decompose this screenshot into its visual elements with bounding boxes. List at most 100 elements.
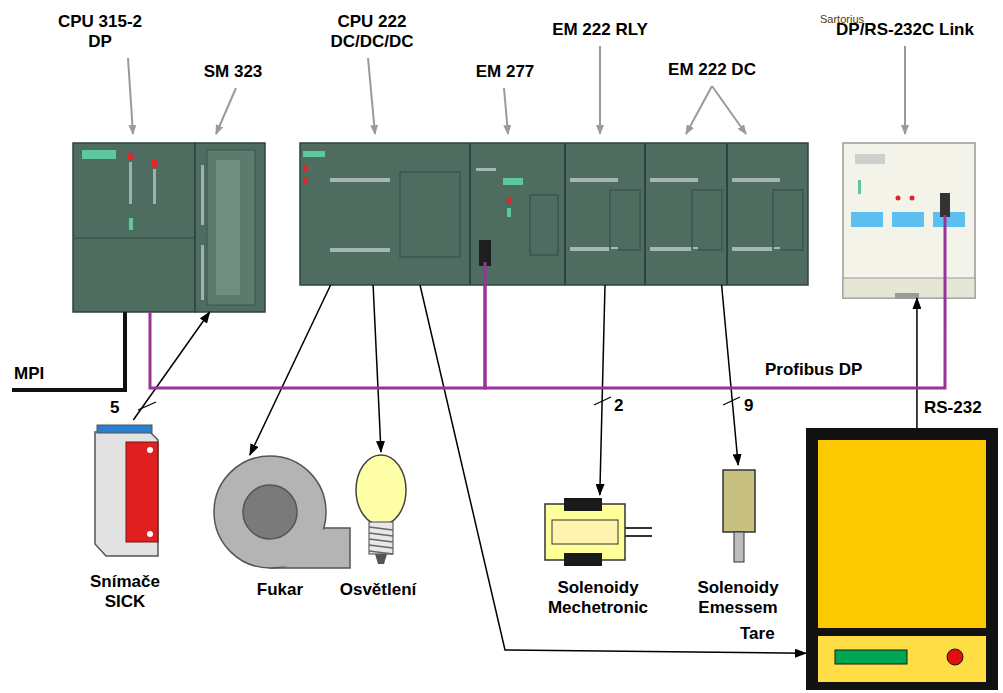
wire-count: 2 bbox=[614, 396, 623, 416]
signal-wire bbox=[250, 285, 331, 455]
cpu-housing bbox=[73, 143, 195, 312]
led bbox=[896, 196, 901, 201]
signal-wire bbox=[722, 285, 739, 465]
slot bbox=[129, 162, 132, 204]
cover bbox=[400, 172, 460, 257]
bus-name: MPI bbox=[14, 364, 44, 384]
bus-stub bbox=[944, 215, 947, 298]
lamp: Osvětlení bbox=[352, 452, 410, 572]
brand-text: Sartorius bbox=[820, 13, 864, 26]
component-label: SM 323 bbox=[183, 62, 283, 82]
component-label: EM 222 RLY bbox=[545, 20, 655, 40]
bulb-glass bbox=[356, 455, 406, 525]
dp-port bbox=[940, 193, 950, 217]
scale-display bbox=[835, 650, 907, 664]
module-edge bbox=[726, 143, 728, 285]
component-label: EM 277 bbox=[460, 62, 550, 82]
scale-frame bbox=[806, 428, 998, 690]
profibus-cable bbox=[150, 285, 485, 388]
component-label: Solenoidy Emessem bbox=[688, 578, 788, 617]
nameplate bbox=[855, 154, 885, 164]
profibus-cable bbox=[485, 285, 945, 388]
led bbox=[507, 208, 511, 217]
terminal-strip bbox=[570, 178, 618, 182]
thread-line bbox=[369, 539, 393, 542]
cover bbox=[530, 195, 558, 255]
sensor: Snímače SICK bbox=[92, 420, 162, 560]
led bbox=[910, 196, 915, 201]
led bbox=[129, 218, 133, 230]
terminal-strip bbox=[650, 247, 698, 251]
thread-line bbox=[369, 533, 393, 536]
connector bbox=[851, 212, 883, 227]
terminal-strip bbox=[330, 248, 390, 252]
slot bbox=[201, 245, 204, 300]
connection-label: Profibus DP bbox=[765, 360, 862, 380]
bulb-thread bbox=[369, 527, 393, 554]
signal-wire bbox=[373, 285, 381, 452]
solenoid-pin bbox=[734, 532, 744, 562]
thread-line bbox=[369, 527, 393, 530]
terminal-strip bbox=[732, 178, 780, 182]
led bbox=[303, 165, 307, 171]
pointer-arrow bbox=[368, 58, 375, 134]
solenoid: Solenoidy Emessem bbox=[718, 465, 760, 565]
coil bbox=[564, 498, 602, 511]
link-base bbox=[843, 278, 975, 298]
coil bbox=[564, 553, 602, 566]
plunger bbox=[625, 527, 652, 529]
cpu-module: CPU 315-2 DP bbox=[73, 143, 195, 312]
led bbox=[503, 178, 523, 185]
sm-housing bbox=[195, 143, 265, 312]
solenoid-body bbox=[723, 470, 755, 532]
component-label: Fukar bbox=[240, 580, 320, 600]
connector bbox=[892, 212, 924, 227]
scale: Sartorius bbox=[806, 428, 998, 690]
emessem-solenoid bbox=[723, 470, 755, 562]
led bbox=[858, 180, 861, 194]
sensor-top bbox=[97, 425, 152, 433]
profibus-module: EM 277 bbox=[470, 143, 565, 285]
connection-label: Tare bbox=[740, 624, 775, 644]
label-strip bbox=[216, 160, 240, 295]
output-module: EM 222 DC bbox=[645, 143, 808, 285]
pointer-arrow bbox=[599, 46, 601, 134]
signal-wire bbox=[133, 312, 209, 420]
sensor-front bbox=[126, 442, 158, 542]
cover bbox=[692, 190, 722, 250]
component-label: Snímače SICK bbox=[80, 572, 170, 611]
terminal-strip bbox=[330, 178, 390, 182]
wire-count: 5 bbox=[110, 398, 119, 418]
link-housing bbox=[843, 143, 975, 298]
link-device bbox=[843, 143, 975, 299]
led bbox=[507, 197, 511, 204]
signal-wire bbox=[420, 285, 806, 653]
cpu-module: CPU 222 DC/DC/DC bbox=[300, 143, 470, 285]
scale-platform bbox=[818, 440, 986, 628]
component-label: Solenoidy Mechetronic bbox=[538, 578, 658, 617]
blower: Fukar bbox=[212, 455, 352, 570]
link-module: DP/RS-232C Link bbox=[843, 143, 975, 298]
module-edge bbox=[644, 143, 646, 285]
sensor-body bbox=[95, 432, 158, 556]
screw bbox=[147, 447, 153, 453]
blower bbox=[214, 456, 350, 568]
status-bar bbox=[82, 150, 116, 159]
slot bbox=[153, 169, 156, 204]
relay-module: EM 222 RLY bbox=[565, 143, 645, 285]
rack-housing bbox=[300, 143, 808, 285]
component-label: CPU 222 DC/DC/DC bbox=[307, 12, 437, 51]
pointer-arrow bbox=[128, 58, 133, 134]
cover bbox=[773, 190, 803, 250]
pointer-arrow bbox=[686, 86, 712, 134]
divider bbox=[73, 237, 195, 239]
pointer-arrows bbox=[128, 46, 905, 134]
mpi-cable bbox=[12, 312, 125, 390]
signal-wire bbox=[916, 298, 918, 428]
cover bbox=[610, 190, 640, 250]
s7-200-rack bbox=[300, 143, 808, 285]
rs232-port bbox=[895, 293, 919, 299]
plunger-housing bbox=[552, 520, 618, 544]
